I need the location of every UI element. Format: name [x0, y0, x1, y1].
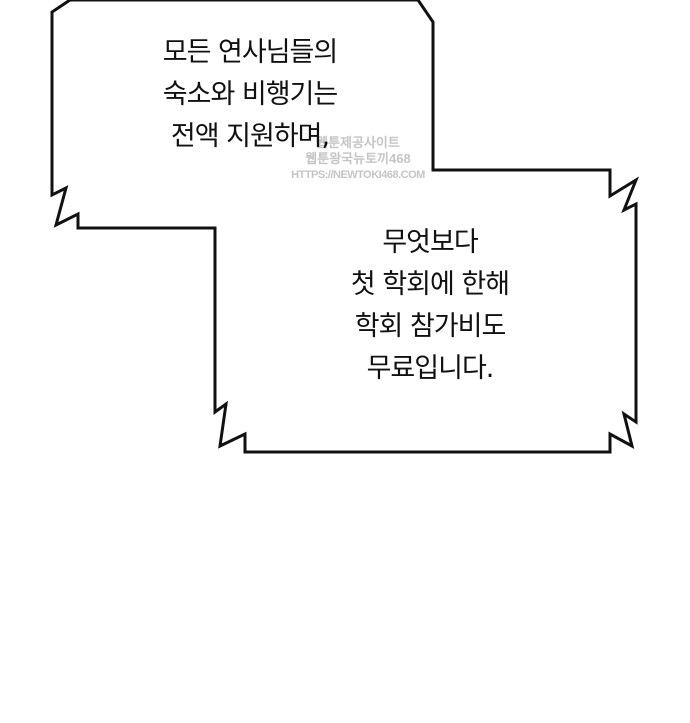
watermark-url: HTTPS://NEWTOKI468.COM [291, 169, 425, 181]
text-line: 숙소와 비행기는 [162, 79, 338, 110]
text-line: 첫 학회에 한해 [350, 269, 510, 300]
watermark: 웹툰제공사이트 웹툰왕국뉴토끼468 HTTPS://NEWTOKI468.CO… [278, 135, 438, 183]
speech-box-1-text: 모든 연사님들의 숙소와 비행기는 전액 지원하며, [120, 32, 380, 158]
watermark-line-2: 웹툰왕국뉴토끼468 [305, 151, 411, 166]
text-line: 전액 지원하며, [170, 121, 330, 152]
speech-box-2-text: 무엇보다 첫 학회에 한해 학회 참가비도 무료입니다. [300, 222, 560, 390]
text-line: 무료입니다. [366, 353, 495, 384]
watermark-line-1: 웹툰제공사이트 [316, 135, 400, 150]
text-line: 무엇보다 [382, 227, 478, 258]
text-line: 모든 연사님들의 [162, 37, 338, 68]
text-line: 학회 참가비도 [354, 311, 507, 342]
